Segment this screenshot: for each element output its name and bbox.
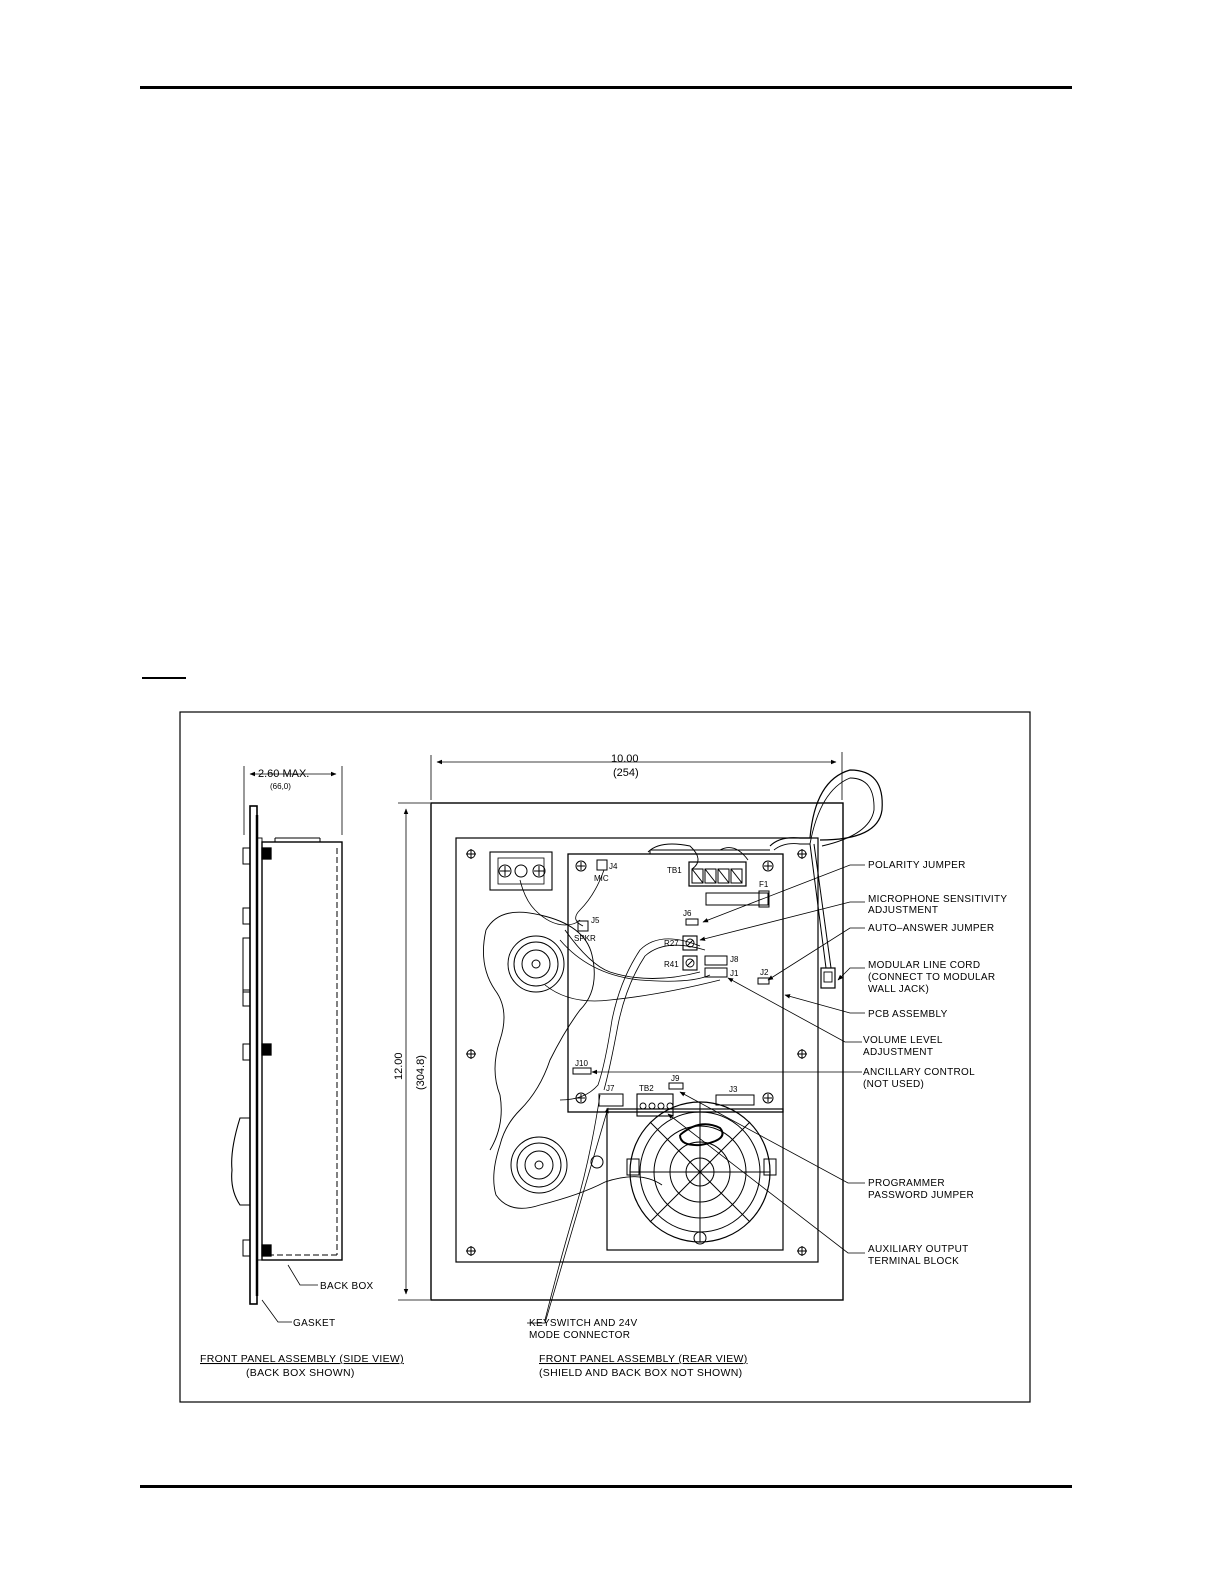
height-dimension: 12.00	[393, 1052, 405, 1080]
callout-line-cord: MODULAR LINE CORD	[868, 960, 980, 971]
label-tb1: TB1	[667, 866, 682, 875]
callout-line-cord-3: WALL JACK)	[868, 984, 929, 995]
callout-programmer: PROGRAMMER	[868, 1178, 945, 1189]
callouts: POLARITY JUMPER MICROPHONE SENSITIVITY A…	[529, 860, 1007, 1341]
rear-view-caption: FRONT PANEL ASSEMBLY (REAR VIEW)	[539, 1353, 748, 1365]
callout-aux-output: AUXILIARY OUTPUT	[868, 1244, 969, 1255]
label-j8: J8	[730, 955, 739, 964]
label-j7: J7	[606, 1084, 615, 1093]
label-j2: J2	[760, 968, 769, 977]
callout-ancillary: ANCILLARY CONTROL	[863, 1067, 975, 1078]
side-view-subcaption: (BACK BOX SHOWN)	[246, 1367, 355, 1379]
side-depth-metric: (66,0)	[270, 782, 291, 791]
height-dimension-metric: (304.8)	[415, 1055, 427, 1090]
callout-ancillary-2: (NOT USED)	[863, 1079, 924, 1090]
callout-pcb-assembly: PCB ASSEMBLY	[868, 1009, 948, 1020]
callout-aux-output-2: TERMINAL BLOCK	[868, 1256, 959, 1267]
label-r41: R41	[664, 960, 679, 969]
footer-rule	[140, 1485, 1072, 1488]
rear-view	[398, 752, 883, 1321]
side-depth-label: 2.60 MAX.	[258, 768, 309, 780]
side-view	[231, 766, 343, 1305]
label-j9: J9	[671, 1074, 680, 1083]
label-j4: J4	[609, 862, 618, 871]
label-j6: J6	[683, 909, 692, 918]
label-j1: J1	[730, 969, 739, 978]
rear-view-subcaption: (SHIELD AND BACK BOX NOT SHOWN)	[539, 1367, 742, 1379]
callout-mic-sensitivity-2: ADJUSTMENT	[868, 905, 938, 916]
label-j3: J3	[729, 1085, 738, 1094]
callout-gasket: GASKET	[293, 1318, 335, 1329]
callout-auto-answer: AUTO–ANSWER JUMPER	[868, 923, 994, 934]
callout-polarity-jumper: POLARITY JUMPER	[868, 860, 966, 871]
callout-keyswitch-2: MODE CONNECTOR	[529, 1330, 630, 1341]
label-j10: J10	[575, 1059, 588, 1068]
board-labels: J4 MIC TB1 F1 J5 SPKR J6 R27 J8 R41 J1 J…	[574, 862, 769, 1094]
callout-mic-sensitivity: MICROPHONE SENSITIVITY	[868, 894, 1007, 905]
note-underline	[142, 677, 186, 679]
side-view-caption: FRONT PANEL ASSEMBLY (SIDE VIEW)	[200, 1353, 404, 1365]
label-r27: R27	[664, 939, 679, 948]
header-rule	[140, 86, 1072, 89]
label-f1: F1	[759, 880, 769, 889]
width-dimension: 10.00	[611, 753, 639, 765]
label-spkr: SPKR	[574, 934, 596, 943]
callout-volume-level-2: ADJUSTMENT	[863, 1047, 933, 1058]
callout-line-cord-2: (CONNECT TO MODULAR	[868, 972, 995, 983]
drawing-frame	[179, 711, 1031, 1403]
callout-programmer-2: PASSWORD JUMPER	[868, 1190, 974, 1201]
callout-back-box: BACK BOX	[320, 1281, 374, 1292]
label-tb2: TB2	[639, 1084, 654, 1093]
callout-keyswitch: KEYSWITCH AND 24V	[529, 1318, 637, 1329]
width-dimension-metric: (254)	[613, 767, 639, 779]
label-j5: J5	[591, 916, 600, 925]
callout-volume-level: VOLUME LEVEL	[863, 1035, 943, 1046]
label-mic: MIC	[594, 874, 609, 883]
